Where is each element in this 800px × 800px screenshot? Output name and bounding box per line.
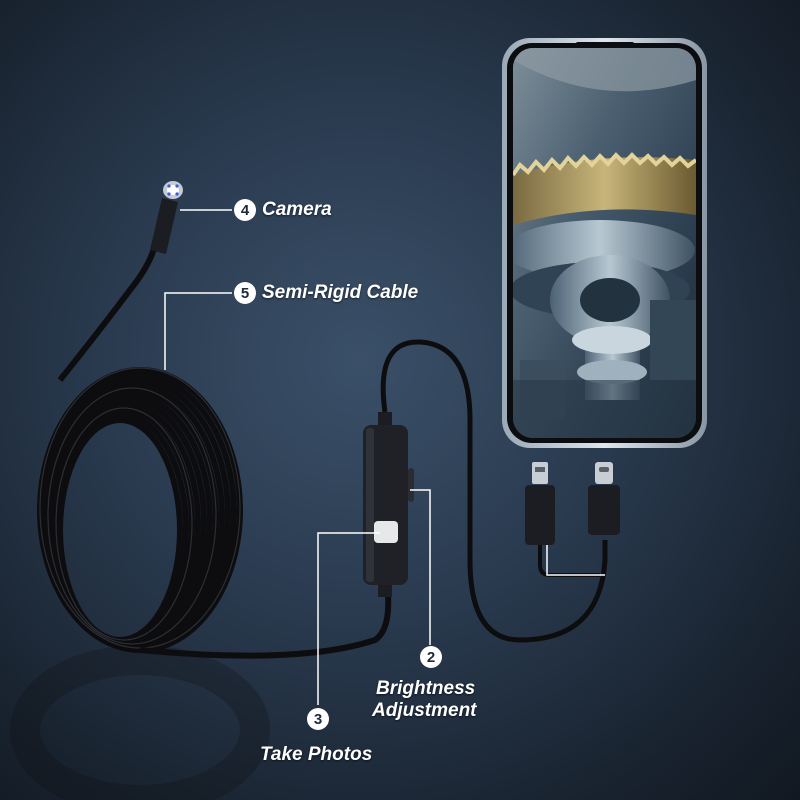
callout-cable: 5 Semi-Rigid Cable (234, 282, 418, 304)
take-photo-button[interactable] (374, 521, 398, 543)
floor-reflection (10, 645, 270, 800)
cable-to-phone (380, 339, 608, 643)
callout-label-camera: Camera (262, 199, 332, 220)
camera-lens-icon (167, 184, 179, 196)
callout-label-brightness-line1: Brightness (376, 678, 476, 699)
smartphone (502, 38, 707, 448)
callout-number: 2 (420, 646, 442, 668)
callout-label-cable: Semi-Rigid Cable (262, 282, 419, 303)
callout-label-photos: Take Photos (260, 744, 373, 765)
callout-label-brightness-line2: Adjustment (372, 700, 477, 721)
gearbox-camera-view (513, 48, 696, 438)
cable-coil-highlight (39, 367, 241, 649)
micro-usb-connector (525, 462, 555, 545)
callout-camera: 4 Camera (234, 199, 332, 221)
callout-brightness: Brightness Adjustment (372, 678, 477, 722)
callout-number: 5 (234, 282, 256, 304)
cable-to-controller (139, 594, 392, 659)
semi-rigid-cable (57, 244, 158, 382)
callout-brightness-badge: 2 (420, 646, 442, 668)
callout-photos: Take Photos (260, 744, 372, 766)
camera-head (150, 181, 183, 254)
callout-lines (164, 209, 605, 705)
callout-photos-badge: 3 (307, 708, 329, 730)
brightness-button[interactable] (408, 468, 414, 502)
callout-number: 4 (234, 199, 256, 221)
usb-c-connector (588, 462, 620, 535)
callout-number: 3 (307, 708, 329, 730)
control-module (363, 412, 414, 597)
